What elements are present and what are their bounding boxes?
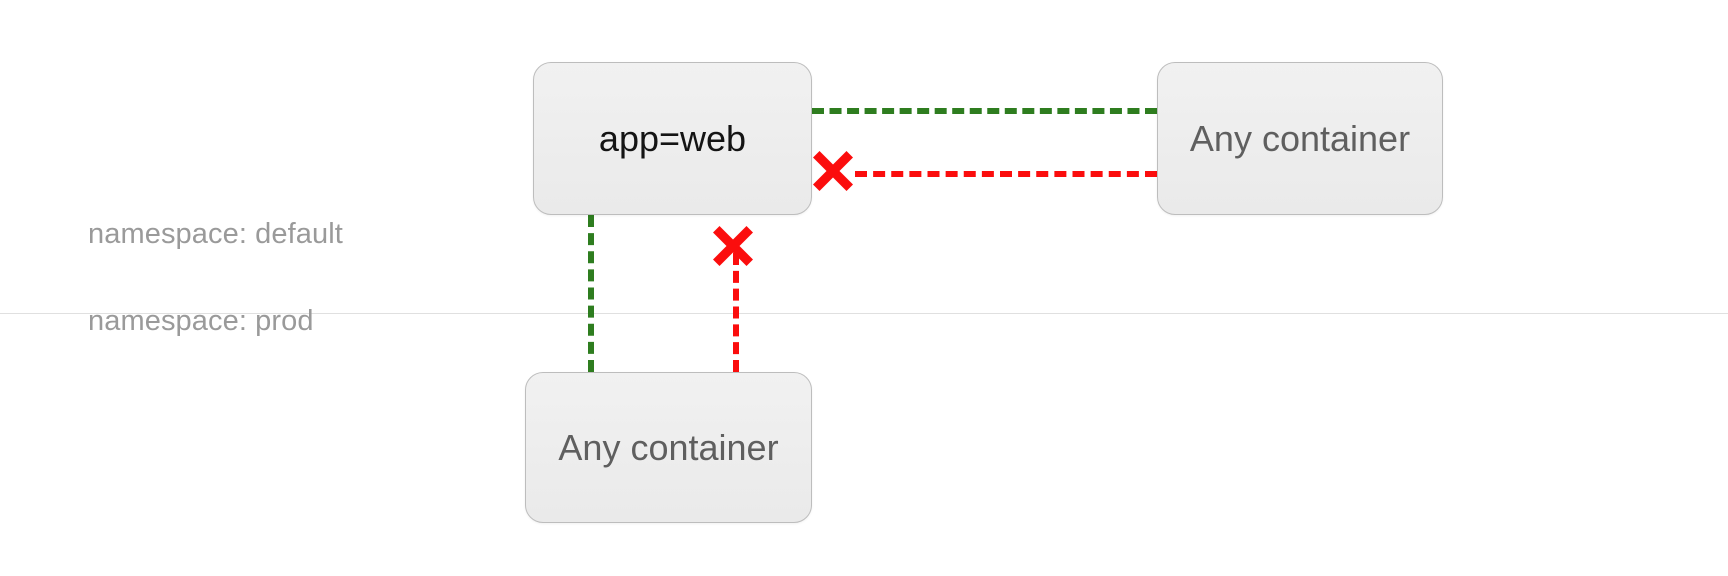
node-selector-app-web[interactable]: app=web [533, 62, 812, 215]
blocked-x-icon-horizontal [810, 148, 856, 194]
node-peer-prod-namespace[interactable]: Any container [525, 372, 812, 523]
edge-allow-cross-namespace [588, 215, 594, 372]
edge-deny-same-namespace [855, 171, 1157, 177]
blocked-x-icon-vertical [710, 223, 756, 269]
node-label-peer-default: Any container [1189, 117, 1411, 159]
node-label-selector: app=web [598, 117, 747, 159]
namespace-label-default: namespace: default [88, 218, 343, 250]
edge-allow-same-namespace [812, 108, 1157, 114]
node-peer-default-namespace[interactable]: Any container [1157, 62, 1443, 215]
namespace-divider-line [0, 313, 1728, 314]
node-label-peer-prod: Any container [558, 426, 779, 468]
edge-deny-cross-namespace [733, 253, 739, 372]
namespace-label-prod: namespace: prod [88, 305, 314, 337]
